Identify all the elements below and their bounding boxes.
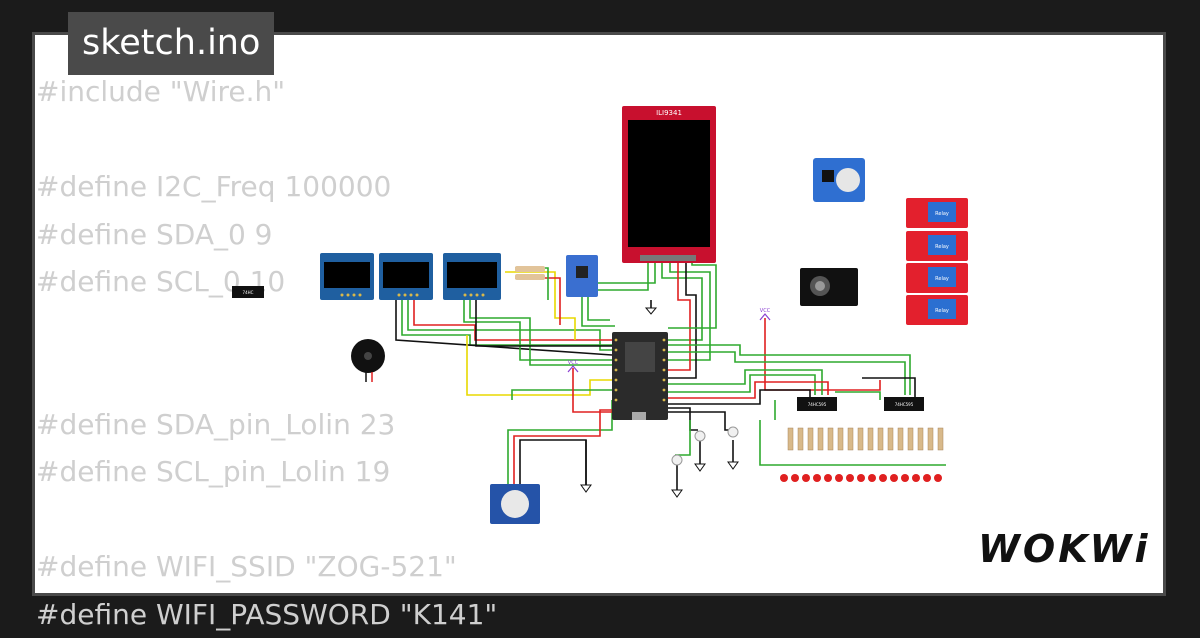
oled-display-1[interactable] — [320, 253, 374, 300]
photoresistor-sensors[interactable] — [671, 426, 739, 466]
svg-text:74HC: 74HC — [243, 290, 254, 295]
rtc-module[interactable] — [813, 158, 865, 202]
wokwi-logo: WOKWi — [978, 527, 1151, 571]
wires — [395, 260, 946, 490]
ground-symbols — [580, 307, 739, 498]
svg-text:VCC: VCC — [760, 308, 771, 314]
relay-module-2[interactable]: Relay — [906, 231, 968, 261]
relay-module-4[interactable]: Relay — [906, 295, 968, 325]
svg-text:74HC595: 74HC595 — [808, 402, 827, 407]
file-tab[interactable]: sketch.ino — [68, 12, 275, 75]
code-line: #define SCL_0 10 — [36, 265, 286, 298]
resistor-bank[interactable] — [787, 427, 944, 451]
shift-register-2[interactable]: 74HC595 — [884, 397, 924, 411]
svg-text:Relay: Relay — [935, 244, 949, 250]
display-label: ILI9341 — [656, 109, 682, 117]
svg-text:Relay: Relay — [935, 308, 949, 314]
buzzer[interactable] — [351, 339, 385, 382]
code-preview-card — [32, 32, 1166, 596]
ic-chip-left[interactable]: 74HC — [232, 286, 264, 298]
code-line: #define WIFI_SSID "ZOG-521" — [36, 550, 457, 583]
svg-text:Relay: Relay — [935, 276, 949, 282]
oled-display-2[interactable] — [379, 253, 433, 300]
svg-text:Relay: Relay — [935, 211, 949, 217]
relay-module-1[interactable]: Relay — [906, 198, 968, 228]
code-line: #include "Wire.h" — [36, 75, 286, 108]
vcc-symbol-right: VCC — [759, 308, 771, 321]
pullup-resistors[interactable] — [515, 266, 545, 280]
oled-display-3[interactable] — [443, 253, 501, 300]
code-line: #define WIFI_PASSWORD "K141" — [36, 597, 498, 631]
svg-text:74HC595: 74HC595 — [895, 402, 914, 407]
code-line: #define SDA_0 9 — [36, 217, 273, 251]
pir-motion-sensor[interactable] — [490, 484, 540, 524]
esp32-board[interactable] — [612, 332, 668, 420]
svg-text:VCC: VCC — [568, 360, 579, 366]
code-line: #define SDA_pin_Lolin 23 — [36, 407, 396, 441]
code-preview: #include "Wire.h" #define I2C_Freq 10000… — [36, 68, 497, 638]
code-line: #define I2C_Freq 100000 — [36, 170, 392, 203]
file-tab-label: sketch.ino — [82, 23, 261, 63]
imu-sensor-module[interactable] — [566, 255, 598, 297]
shift-register-1[interactable]: 74HC595 — [797, 397, 837, 411]
code-line: #define SCL_pin_Lolin 19 — [36, 455, 391, 488]
vcc-symbol-left: VCC — [567, 360, 579, 373]
ili9341-display[interactable]: ILI9341 — [622, 106, 716, 263]
rotary-encoder[interactable] — [800, 268, 858, 306]
relay-module-3[interactable]: Relay — [906, 263, 968, 293]
led-array[interactable] — [780, 474, 942, 482]
